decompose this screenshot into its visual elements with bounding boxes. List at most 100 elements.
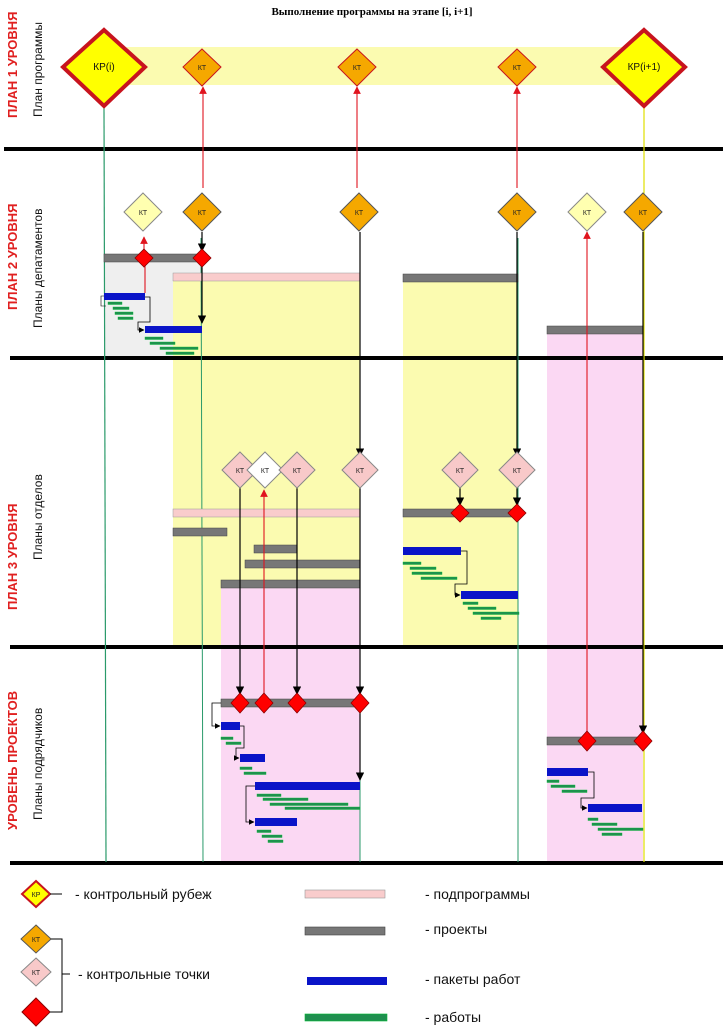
- red-diamond: [230, 692, 250, 714]
- legend-kr: КР - контрольный рубеж: [20, 879, 212, 909]
- kt-milestone: КТ: [339, 192, 379, 232]
- work-bar: [420, 576, 458, 580]
- work-bar: [239, 766, 253, 770]
- svg-text:КТ: КТ: [236, 468, 245, 475]
- svg-text:КТ: КТ: [32, 937, 41, 944]
- legend-subprogram-swatch: [304, 889, 386, 899]
- work-package-bar: [145, 326, 202, 333]
- kt-milestone: КТ: [441, 451, 479, 489]
- work-bar: [467, 606, 497, 610]
- work-bar: [159, 346, 199, 350]
- svg-text:КТ: КТ: [583, 210, 592, 217]
- work-package-bar: [547, 768, 588, 776]
- separator-3: [10, 645, 723, 649]
- legend-kr-icon-label: КР: [32, 892, 41, 899]
- work-bar: [409, 566, 437, 570]
- black-arrows: [197, 232, 648, 781]
- level2-label: ПЛАН 2 УРОВНЯ: [5, 203, 20, 310]
- kt-milestone: КТ: [497, 192, 537, 232]
- subprogram-bar: [172, 508, 361, 518]
- work-bar: [117, 316, 134, 320]
- work-bar: [149, 341, 176, 345]
- svg-text:КТ: КТ: [139, 210, 148, 217]
- svg-text:КТ: КТ: [456, 468, 465, 475]
- work-bar: [601, 832, 623, 836]
- work-bar: [561, 789, 588, 793]
- work-bar: [411, 571, 443, 575]
- level1-label: ПЛАН 1 УРОВНЯ: [5, 11, 20, 118]
- work-bar: [112, 306, 130, 310]
- legend-work-swatch: [304, 1013, 388, 1022]
- dependency-connector: [211, 702, 221, 729]
- kt-milestone: КТ: [623, 192, 663, 232]
- dependency-connector: [454, 550, 468, 598]
- project-bar: [220, 579, 361, 589]
- legend-project-swatch: [304, 926, 386, 936]
- work-bar: [262, 797, 309, 801]
- svg-text:КТ: КТ: [198, 65, 207, 72]
- project-bar: [244, 559, 361, 569]
- project-bar: [402, 273, 519, 283]
- work-bar: [261, 834, 283, 838]
- svg-text:КТ: КТ: [513, 210, 522, 217]
- dependency-connector: [245, 785, 255, 825]
- kt-milestone: КТ: [182, 48, 222, 87]
- legend-workpackage-swatch: [307, 977, 387, 985]
- work-package-bar: [403, 547, 461, 555]
- separator-4: [10, 861, 723, 865]
- work-bar: [591, 822, 618, 826]
- red-diamond: [577, 730, 597, 752]
- level1-sublabel: План программы: [31, 22, 45, 117]
- level4-label: УРОВЕНЬ ПРОЕКТОВ: [5, 691, 20, 830]
- work-bar: [284, 806, 361, 810]
- red-diamond: [287, 692, 307, 714]
- dependency-connector: [580, 771, 595, 811]
- work-bar: [480, 616, 502, 620]
- legend-kt: КТ КТ - контрольные точки: [20, 924, 210, 1027]
- kt-milestone: КТ: [246, 451, 284, 489]
- work-package-bar: [588, 804, 642, 812]
- work-bar: [114, 311, 134, 315]
- dependency-connector: [233, 725, 245, 761]
- dependency-connector: [137, 296, 151, 333]
- project-bar: [172, 527, 228, 537]
- level-separators: [4, 147, 723, 865]
- work-package-bar: [461, 591, 518, 599]
- work-bar: [107, 301, 123, 305]
- level3-milestones: КТ КТ КТ КТ КТ КТ: [221, 451, 536, 523]
- work-bar: [243, 771, 267, 775]
- kt-milestone: КТ: [182, 192, 222, 232]
- kr-end-label: КР(i+1): [628, 62, 661, 73]
- svg-text:КТ: КТ: [356, 468, 365, 475]
- diagram-title: Выполнение программы на этапе [i, i+1]: [271, 6, 472, 18]
- project-bar: [253, 544, 298, 554]
- red-diamond: [450, 503, 470, 523]
- work-bar: [267, 839, 284, 843]
- kt-milestone: КТ: [123, 192, 163, 232]
- svg-text:КТ: КТ: [513, 468, 522, 475]
- kr-end-milestone: КР(i+1): [600, 27, 688, 109]
- red-diamond: [507, 503, 527, 523]
- level-labels: ПЛАН 1 УРОВНЯ План программы ПЛАН 2 УРОВ…: [5, 11, 45, 830]
- red-diamond: [192, 248, 212, 268]
- level3-label: ПЛАН 3 УРОВНЯ: [5, 503, 20, 610]
- legend-workpackage-text: - пакеты работ: [425, 971, 521, 987]
- svg-text:КТ: КТ: [198, 210, 207, 217]
- work-bar: [462, 601, 479, 605]
- work-bar: [165, 351, 195, 355]
- zone-pink-projects: [221, 585, 360, 863]
- work-package-bar: [104, 293, 145, 300]
- work-package-bar: [255, 782, 360, 790]
- work-bar: [550, 784, 576, 788]
- work-bar: [269, 802, 349, 806]
- line-kt-a: [200, 237, 204, 863]
- legend: КР - контрольный рубеж КТ КТ - контрольн…: [20, 879, 530, 1027]
- red-arrows: [140, 86, 591, 738]
- kt-milestone: КТ: [278, 451, 316, 489]
- svg-text:КТ: КТ: [513, 65, 522, 72]
- red-diamond: [350, 692, 370, 714]
- project-level-milestones: [230, 692, 653, 752]
- work-package-bar: [240, 754, 265, 762]
- legend-red-diamond: [21, 997, 51, 1027]
- svg-text:КТ: КТ: [32, 970, 41, 977]
